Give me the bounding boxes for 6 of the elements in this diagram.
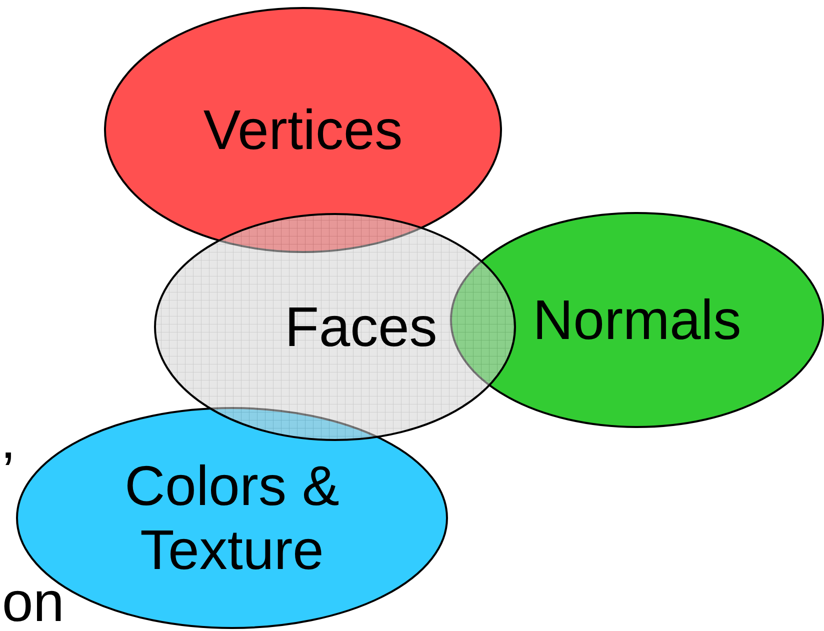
node-label: Normals: [532, 288, 742, 352]
node-label: Colors & Texture: [124, 454, 340, 582]
text-fragment: ’: [2, 448, 14, 496]
node-label: Faces: [284, 295, 438, 359]
text-fragment: on: [2, 578, 64, 626]
node-label: Vertices: [203, 98, 403, 162]
